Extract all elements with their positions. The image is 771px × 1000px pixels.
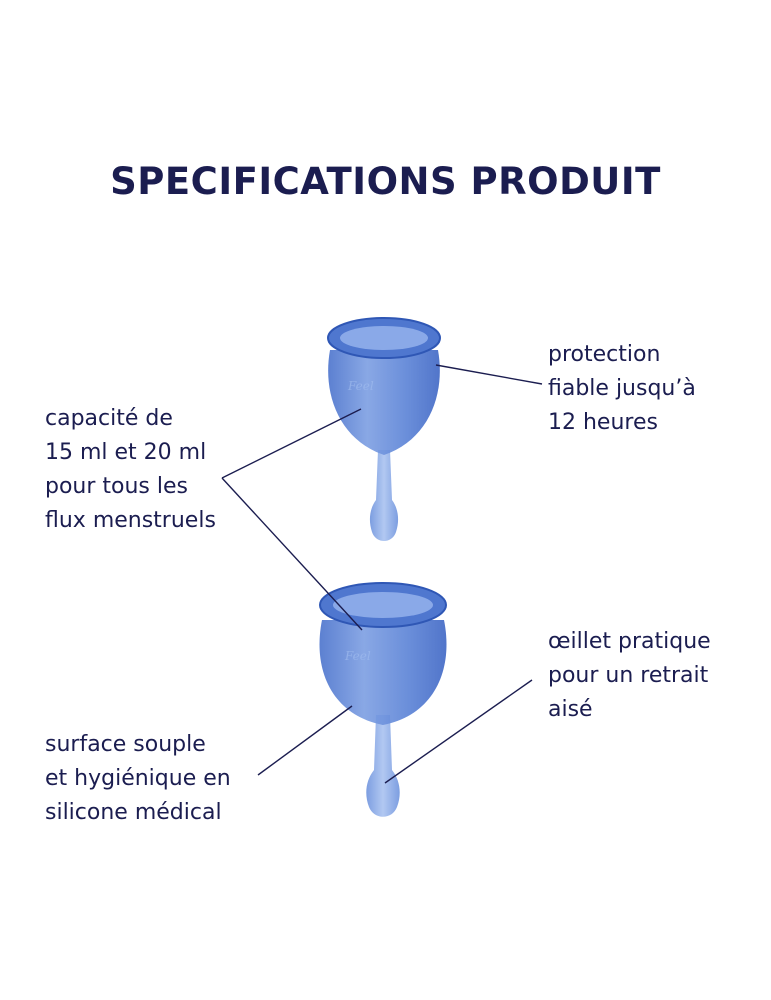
callout-surface-line: surface souple [45,732,206,757]
cup-small-brand-text: Feel [347,379,374,393]
callout-capacity-line: flux menstruels [45,508,216,533]
callout-protection-line: 12 heures [548,410,658,435]
cup-large-body [319,620,447,725]
callout-eyelet-line: pour un retrait [548,663,709,688]
cup-small-stem [369,450,399,541]
callout-surface-line: silicone médical [45,800,222,825]
cup-small-rim-ring [327,317,441,359]
callout-eyelet: œillet pratique pour un retrait aisé [548,625,711,727]
callout-capacity: capacité de 15 ml et 20 ml pour tous les… [45,402,216,538]
callout-capacity-line: capacité de [45,406,173,431]
leader-line-surface [257,705,353,776]
callout-eyelet-line: aisé [548,697,593,722]
cup-large: Feel [319,582,447,817]
callout-capacity-line: pour tous les [45,474,188,499]
callout-capacity-line: 15 ml et 20 ml [45,440,207,465]
callout-protection-line: fiable jusqu’à [548,376,696,401]
callout-surface-line: et hygiénique en [45,766,231,791]
leader-line-protection [435,364,543,385]
cup-small-rim-inner [340,326,428,350]
page-title: SPECIFICATIONS PRODUIT [110,160,661,203]
cup-large-rim-ring [319,582,447,628]
cup-small-body [328,350,440,455]
leader-line-capacity-upper [221,408,362,479]
callout-protection: protection fiable jusqu’à 12 heures [548,338,696,440]
callout-protection-line: protection [548,342,661,367]
cup-large-brand-text: Feel [344,649,371,663]
cup-large-stem [366,715,400,817]
callout-surface: surface souple et hygiénique en silicone… [45,728,231,830]
cup-small: Feel [327,317,441,541]
cup-large-rim-inner [333,592,433,618]
leader-line-capacity-lower [221,477,363,631]
callout-eyelet-line: œillet pratique [548,629,711,654]
leader-line-eyelet [384,679,533,784]
